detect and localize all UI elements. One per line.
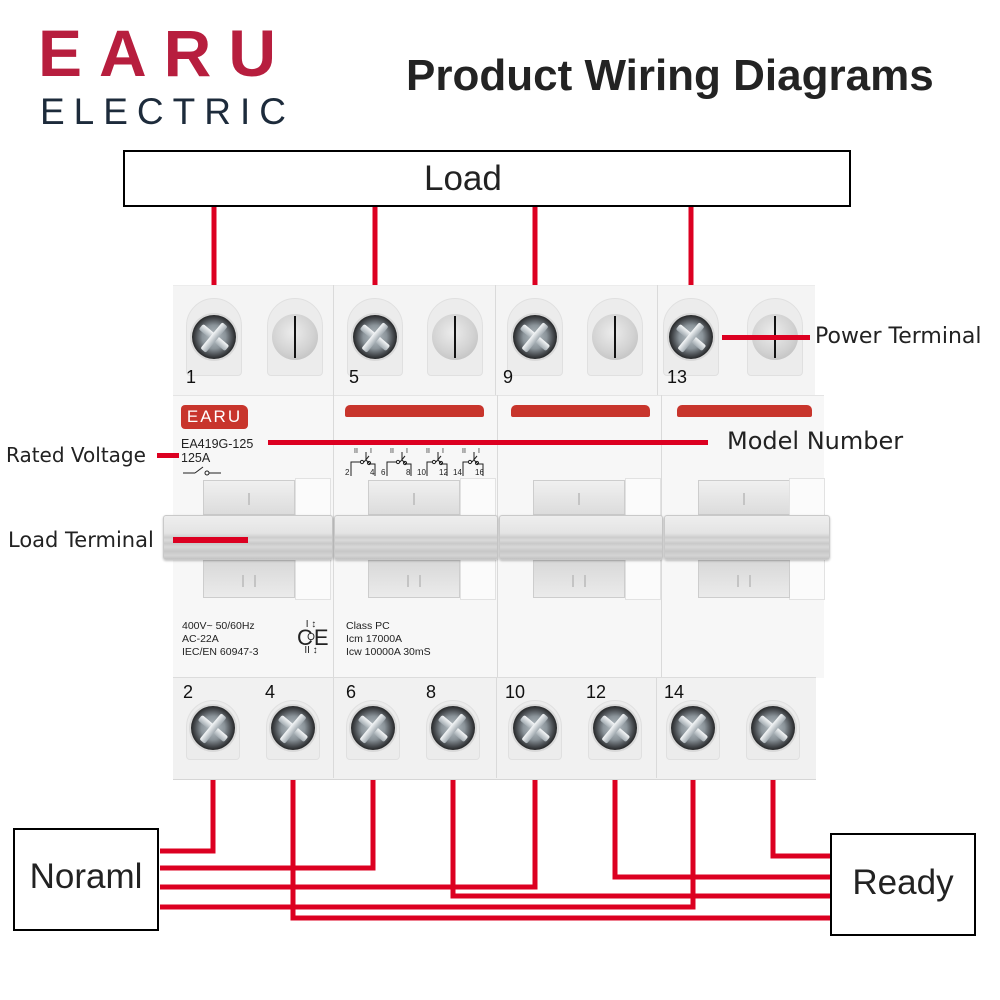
rated-voltage-callout: Rated Voltage [6, 443, 146, 467]
load-box [123, 150, 851, 207]
power-terminal-callout: Power Terminal [815, 324, 982, 349]
model-number-pointer [268, 440, 708, 445]
ready-source-label: Ready [852, 863, 954, 902]
wire-ready-terminal-4 [290, 770, 831, 921]
load-terminal-callout: Load Terminal [8, 528, 154, 552]
normal-source-label: Noraml [29, 857, 143, 896]
wire-normal-terminal-10 [160, 770, 538, 890]
wire-normal-terminal-14 [160, 770, 696, 910]
page-title: Product Wiring Diagrams [406, 51, 934, 100]
wire-normal-terminal-2 [160, 770, 216, 854]
brand-logo: EARU [38, 16, 294, 90]
model-number-callout: Model Number [727, 427, 904, 455]
normal-source-box [13, 828, 159, 931]
load-terminal-pointer [173, 537, 248, 543]
ready-source-box [830, 833, 976, 936]
brand-logo-subtitle: ELECTRIC [40, 91, 295, 132]
wire-ready-terminal-8 [450, 770, 831, 899]
wire-ready-terminal-16 [770, 770, 831, 859]
rated-voltage-pointer [157, 453, 179, 458]
wire-normal-terminal-6 [160, 770, 376, 871]
wire-ready-terminal-12 [612, 770, 831, 880]
power-terminal-pointer [722, 335, 810, 340]
load-box-label: Load [424, 159, 502, 198]
